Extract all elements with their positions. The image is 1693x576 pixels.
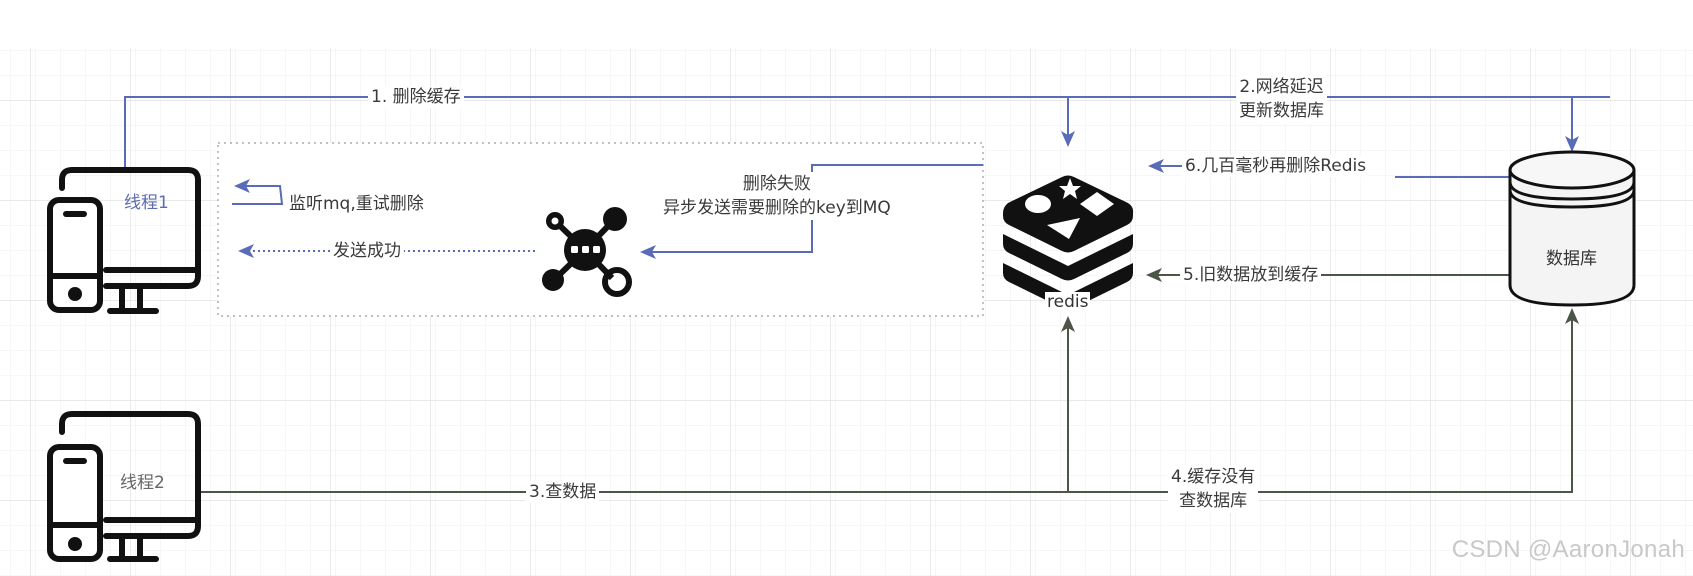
- mq-retry-container: [217, 142, 984, 317]
- edge-mq-fail-label: 删除失败 异步发送需要删除的key到MQ: [660, 172, 894, 220]
- edge-mq-fail-line1: 删除失败: [742, 174, 811, 194]
- database-label: 数据库: [1546, 249, 1597, 269]
- edge-mq-fail-line2: 异步发送需要删除的key到MQ: [663, 198, 891, 218]
- edge-step4-label: 4.缓存没有 查数据库: [1168, 465, 1259, 513]
- edge-step1-label: 1. 删除缓存: [368, 86, 464, 108]
- edge-step2-arrow-to-db: [1565, 96, 1610, 152]
- edge-step5-label: 5.旧数据放到缓存: [1180, 264, 1322, 286]
- thread1-label: 线程1: [124, 193, 169, 213]
- edge-step6-label: 6.几百毫秒再删除Redis: [1182, 155, 1370, 177]
- redis-label: redis: [1045, 292, 1091, 312]
- edge-step2-line1: 2.网络延迟: [1239, 77, 1324, 97]
- edge-mq-listen-label: 监听mq,重试删除: [286, 193, 427, 215]
- thread1-monitor-phone-icon: [47, 167, 201, 314]
- edge-step4-line1: 4.缓存没有: [1171, 467, 1256, 487]
- thread2-label: 线程2: [120, 473, 165, 493]
- watermark: CSDN @AaronJonah: [1451, 536, 1685, 563]
- edge-mq-listen-line: [232, 179, 284, 205]
- edge-step3-label: 3.查数据: [526, 481, 600, 503]
- edge-step4-line2: 查数据库: [1179, 491, 1248, 511]
- thread2-monitor-phone-icon: [47, 411, 201, 562]
- edge-step2-line2: 更新数据库: [1239, 101, 1324, 121]
- edge-mq-sent-label: 发送成功: [330, 240, 404, 262]
- database-cylinder-icon: [1508, 150, 1636, 307]
- message-queue-hub-icon: [542, 207, 632, 297]
- edge-step2-label: 2.网络延迟 更新数据库: [1236, 75, 1327, 123]
- edge-step1-line: [124, 96, 1610, 168]
